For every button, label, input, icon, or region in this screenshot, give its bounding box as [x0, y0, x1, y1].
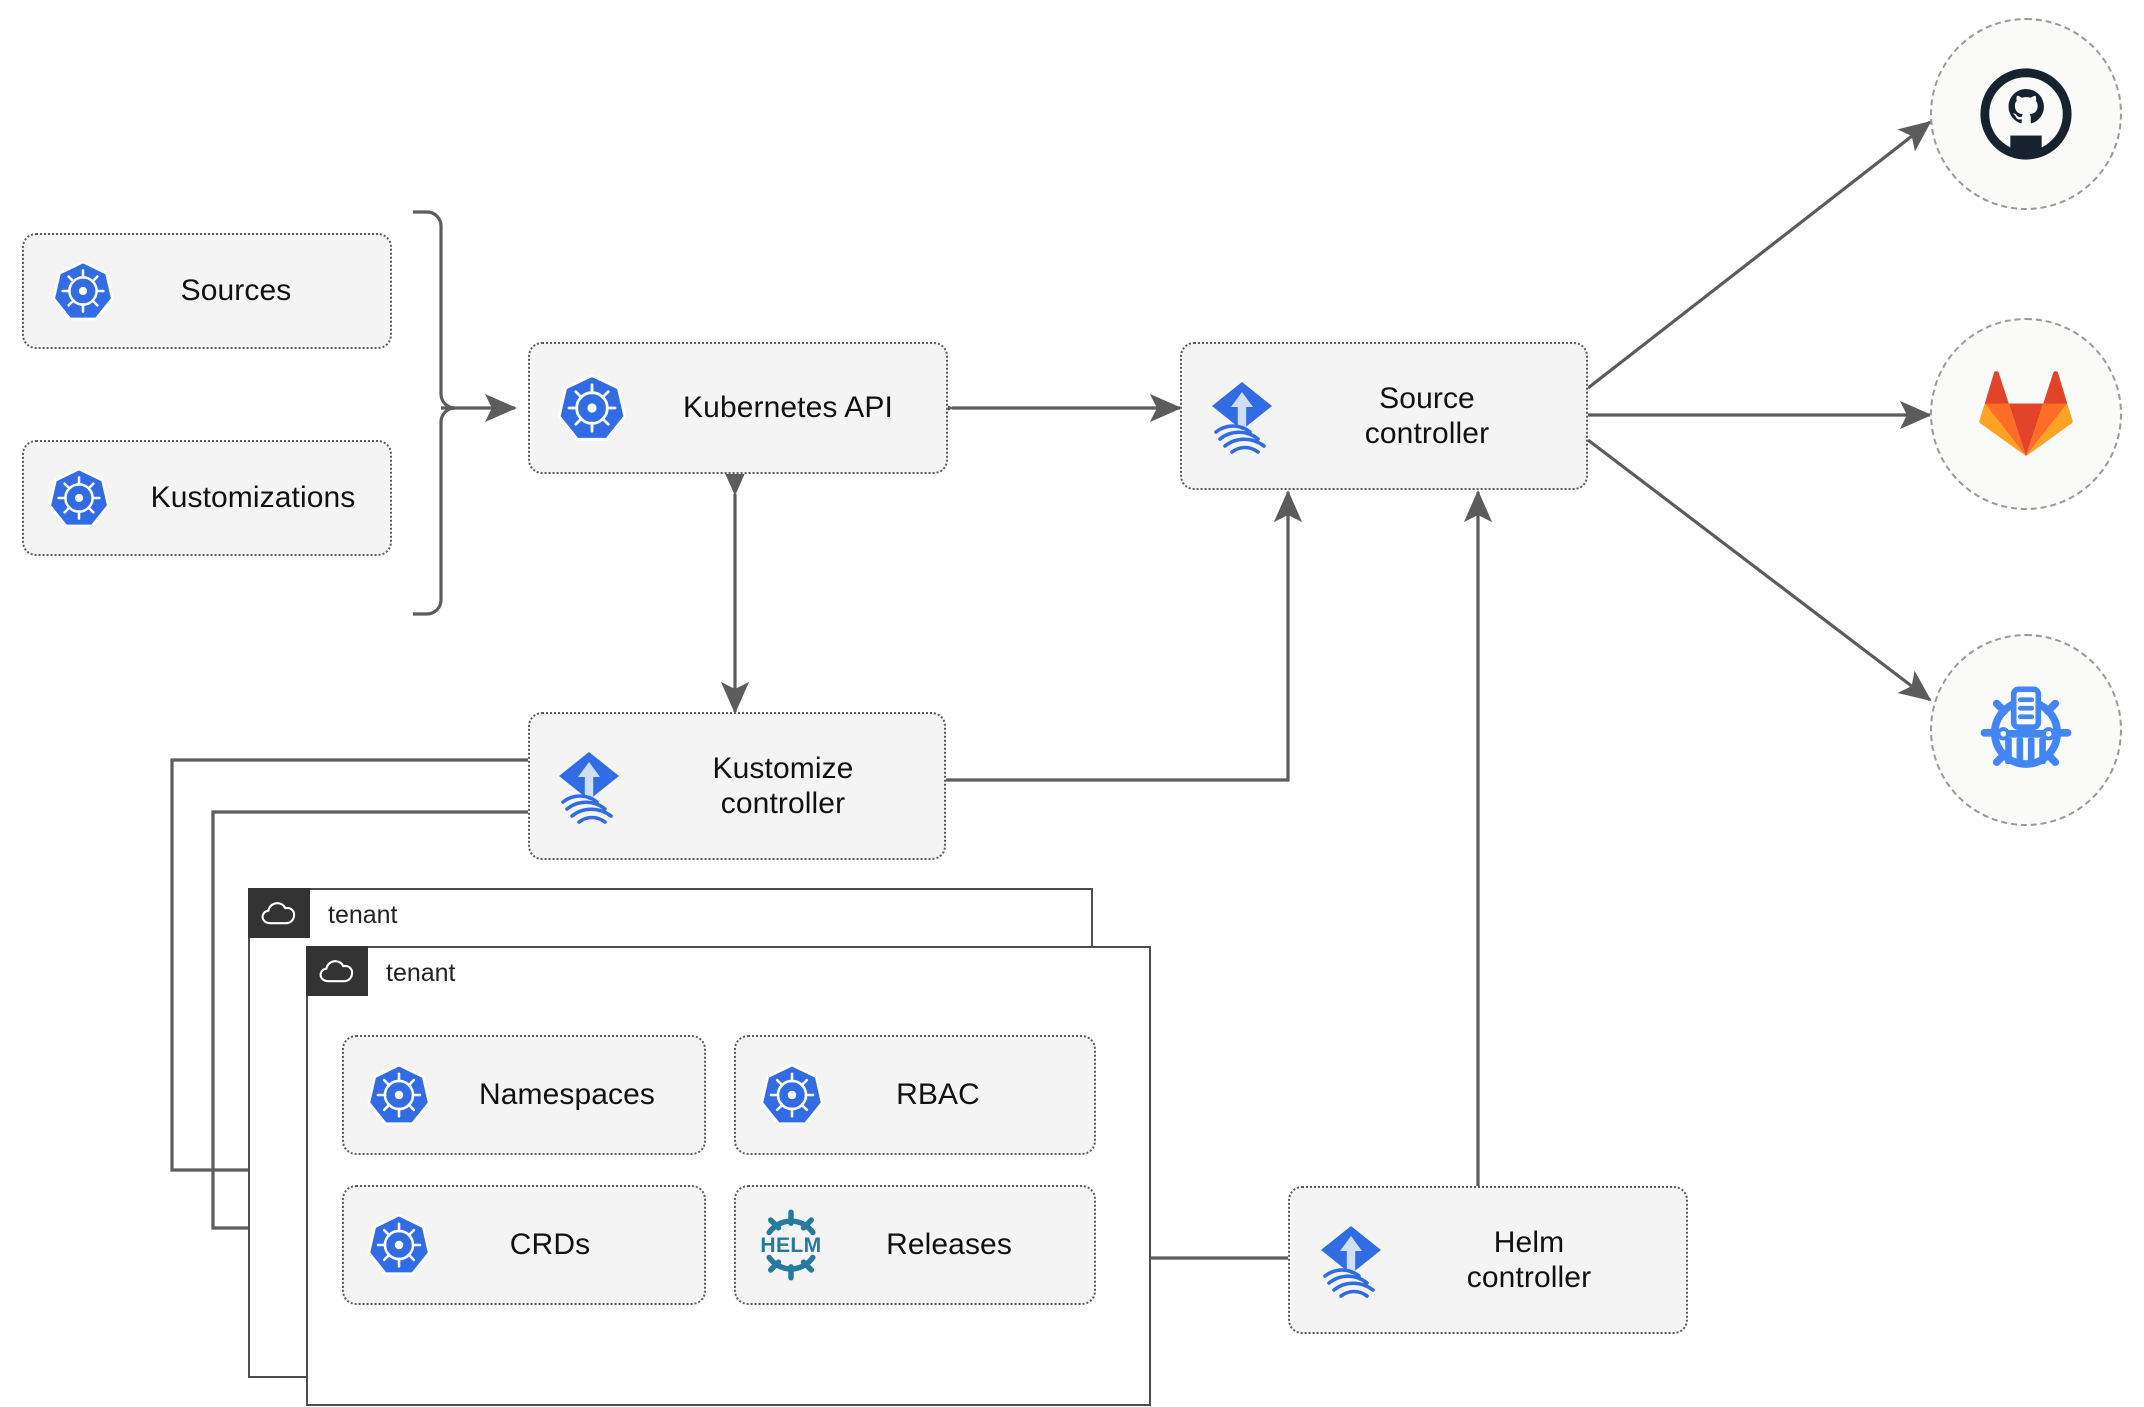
node-label: Helm controller [1466, 1225, 1592, 1294]
cloud-icon [248, 888, 310, 938]
node-label: Releases [886, 1228, 1012, 1262]
node-releases[interactable]: HELM Releases [734, 1185, 1096, 1305]
helm-icon: HELM [736, 1206, 846, 1284]
flux-icon [530, 746, 648, 826]
kubernetes-icon [24, 466, 134, 530]
kubernetes-icon [530, 372, 654, 444]
container-registry-icon [1980, 686, 2072, 768]
kubernetes-icon [344, 1062, 454, 1128]
svg-text:HELM: HELM [760, 1234, 821, 1257]
node-label: CRDs [509, 1228, 591, 1262]
node-rbac[interactable]: RBAC [734, 1035, 1096, 1155]
node-label: Kustomizations [150, 481, 356, 515]
node-label: Source controller [1364, 381, 1490, 450]
node-source-controller[interactable]: Source controller [1180, 342, 1588, 490]
provider-gitlab[interactable] [1930, 318, 2122, 510]
node-kubernetes-api[interactable]: Kubernetes API [528, 342, 948, 474]
node-label: Sources [180, 274, 292, 308]
node-label: Namespaces [478, 1078, 656, 1112]
provider-container-registry[interactable] [1930, 634, 2122, 826]
kubernetes-icon [344, 1212, 454, 1278]
github-icon [1980, 68, 2072, 160]
node-label: Kubernetes API [683, 391, 893, 425]
provider-github[interactable] [1930, 18, 2122, 210]
cloud-icon [306, 946, 368, 996]
kubernetes-icon [24, 259, 142, 323]
node-label: RBAC [896, 1078, 980, 1112]
flux-icon [1182, 376, 1302, 456]
tenant-frame-inner[interactable]: tenant [306, 946, 1151, 1406]
node-kustomize-controller[interactable]: Kustomize controller [528, 712, 946, 860]
tenant-label: tenant [328, 900, 398, 929]
node-crds[interactable]: CRDs [342, 1185, 706, 1305]
tenant-label: tenant [386, 958, 456, 987]
node-kustomizations[interactable]: Kustomizations [22, 440, 392, 556]
kubernetes-icon [736, 1062, 848, 1128]
node-helm-controller[interactable]: Helm controller [1288, 1186, 1688, 1334]
node-namespaces[interactable]: Namespaces [342, 1035, 706, 1155]
node-sources[interactable]: Sources [22, 233, 392, 349]
flux-icon [1290, 1220, 1412, 1300]
node-label: Kustomize controller [712, 751, 854, 820]
gitlab-icon [1979, 371, 2073, 457]
